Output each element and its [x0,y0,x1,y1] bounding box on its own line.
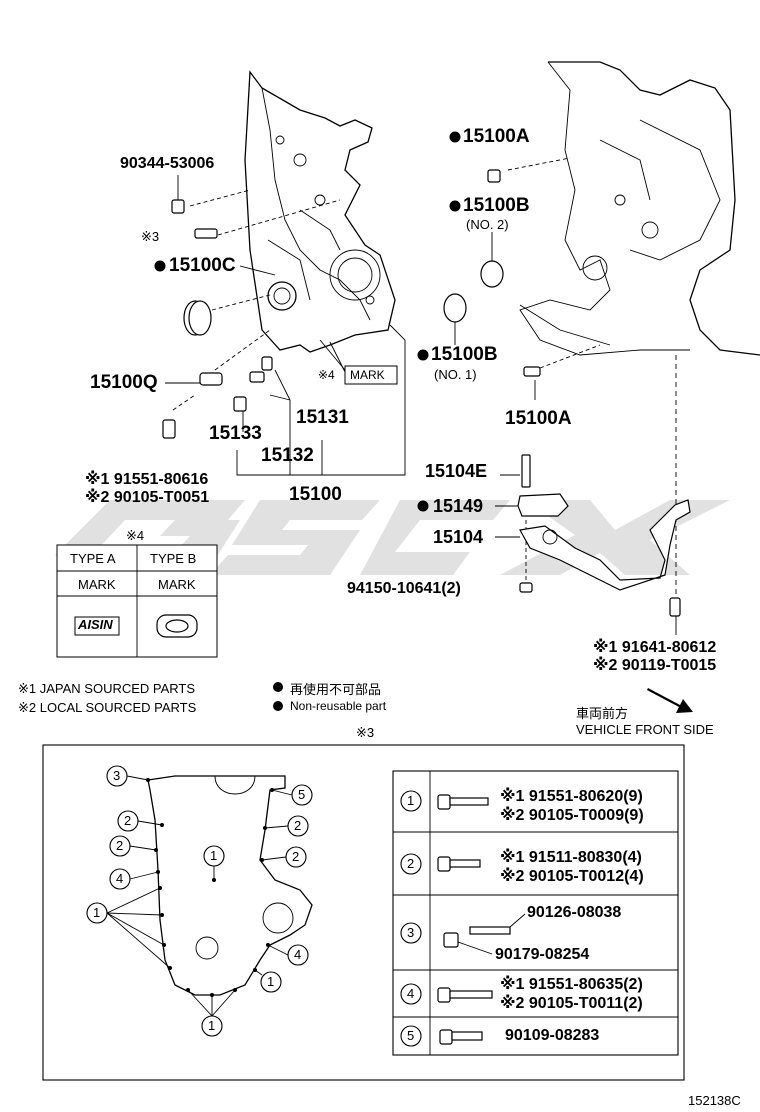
callout-1: 1 [93,905,101,920]
callout-2: 2 [124,813,132,828]
nonreusable-15100B-bullet [449,200,461,212]
bolt-row-4-line-2: ※2 90105-T0011(2) [500,995,643,1012]
bolt-row-3-no: 3 [407,925,415,940]
part-label-94150-10641: 94150-10641(2) [347,580,461,597]
part-label-no2: (NO. 2) [466,217,509,232]
mark-box-label: MARK [350,368,385,382]
bolt-row-3-line-2: 90179-08254 [495,946,590,963]
engine-block-drawing [519,61,760,356]
mark-table-row-a: MARK [78,577,116,592]
bolt-row-1-line-2: ※2 90105-T0009(9) [500,807,644,824]
legend-nonreuse-en: Non-reusable part [290,699,387,713]
part-label-15100B-top: 15100B [463,195,530,216]
bolt-row-2-line-1: ※1 91511-80830(4) [500,849,642,866]
part-label-15133: 15133 [209,423,262,444]
part-label-15100A-bot: 15100A [505,408,572,429]
ref3-label: ※3 [141,229,160,244]
nonreusable-bullet-en [273,701,283,711]
callout-5: 5 [298,787,306,802]
detail-box [42,744,685,1081]
legend-local: ※2 LOCAL SOURCED PARTS [18,700,197,715]
timing-cover-drawing [244,70,396,353]
mark-box [344,365,398,385]
bolt-row-1-no: 1 [407,793,415,808]
part-label-15100A-top: 15100A [463,126,530,147]
small-parts [162,169,693,713]
callout-4: 4 [116,871,124,886]
nonreusable-15100B-no1-bullet [417,349,429,361]
bolt-row-2-no: 2 [407,856,415,871]
part-label-91641-80612: ※1 91641-80612 [593,639,717,656]
leader-lines [165,157,677,635]
callout-2: 2 [116,838,124,853]
part-label-90119-T0015: ※2 90119-T0015 [593,657,717,674]
callout-3: 3 [113,768,121,783]
callout-1: 1 [210,848,218,863]
bolt-row-1-line-1: ※1 91551-80620(9) [500,788,643,805]
ref4-label: ※4 [318,368,335,382]
bolt-row-5-line-1: 90109-08283 [505,1027,600,1044]
legend-nonreuse-jp: 再使用不可部品 [290,682,382,697]
part-label-15149: 15149 [433,496,484,516]
bolt-row-5-no: 5 [407,1028,415,1043]
legend-japan: ※1 JAPAN SOURCED PARTS [18,681,196,696]
mark-table-row-b: MARK [158,577,196,592]
footer-code: 152138C [688,1093,741,1108]
detail-callouts [86,765,313,1037]
callout-2: 2 [294,818,302,833]
bolt-row-2-line-2: ※2 90105-T0012(4) [500,868,644,885]
part-label-90105-T0051: ※2 90105-T0051 [85,489,210,506]
detail-title: ※3 [356,725,375,740]
part-label-15104E: 15104E [425,461,488,481]
aisin-logo: AISIN [78,617,113,632]
mark-table-caption: ※4 [126,528,145,543]
part-label-15100B-mid: 15100B [431,344,498,365]
nonreusable-15100C-bullet [154,260,166,272]
bolt-table [392,770,679,1056]
mark-table-header-a: TYPE A [70,551,116,566]
bolt-row-4-no: 4 [407,986,415,1001]
callout-1: 1 [208,1018,216,1033]
bolt-row-4-line-1: ※1 91551-80635(2) [500,976,643,993]
mark-table-header-b: TYPE B [150,551,197,566]
part-label-15132: 15132 [261,445,314,466]
part-label-15131: 15131 [296,407,349,428]
bolt-row-3-line-1: 90126-08038 [527,904,622,921]
part-label-no1: (NO. 1) [434,367,477,382]
mark-type-table [56,544,218,658]
part-label-90344-53006: 90344-53006 [120,155,215,172]
part-label-91551-80616: ※1 91551-80616 [85,471,209,488]
callout-2: 2 [292,849,300,864]
part-label-15104: 15104 [433,527,484,547]
callout-4: 4 [294,947,302,962]
part-label-15100: 15100 [289,484,342,505]
callout-1: 1 [267,974,275,989]
nonreusable-15149-bullet [417,500,429,512]
nonreusable-bullet-jp [273,682,283,692]
part-label-15100Q: 15100Q [90,372,158,393]
front-label-jp: 車両前方 [576,706,629,721]
nonreusable-15100A-bullet [449,131,461,143]
front-label-en: VEHICLE FRONT SIDE [576,722,714,737]
part-label-15100C: 15100C [169,255,236,276]
